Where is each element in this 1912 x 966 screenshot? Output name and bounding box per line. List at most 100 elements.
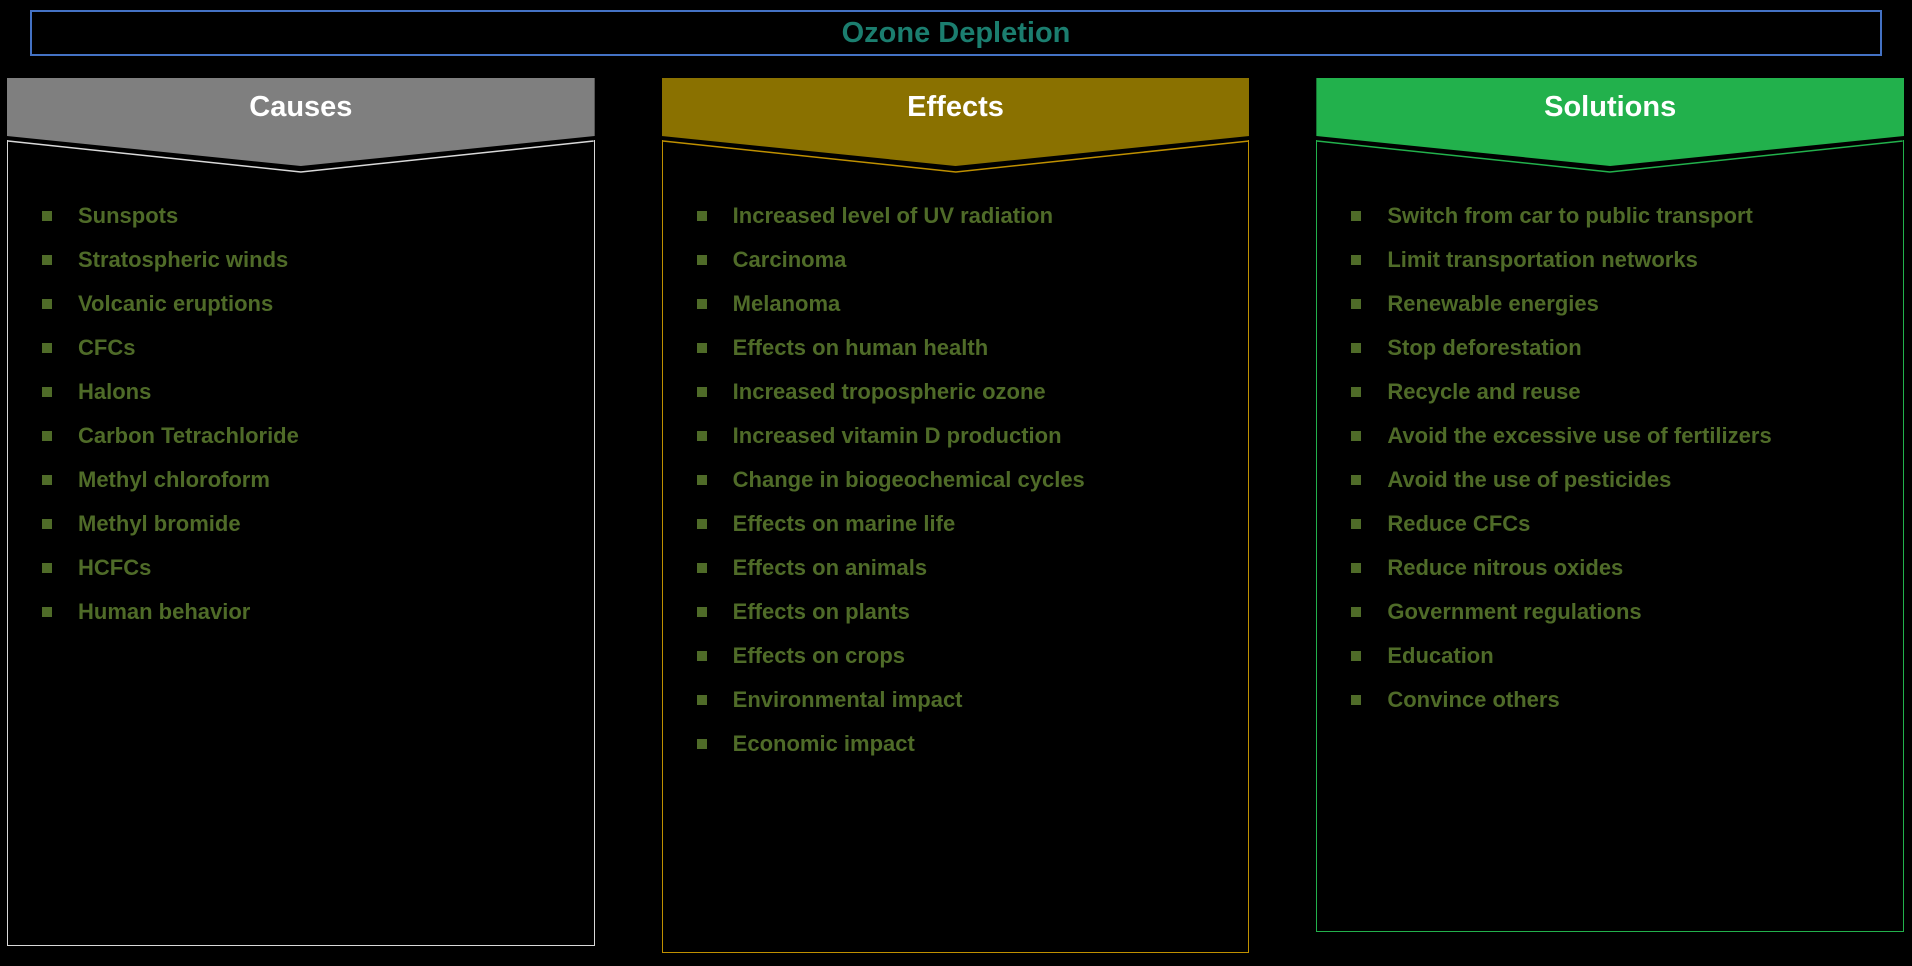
bullet-square-icon (1351, 607, 1362, 617)
bullet-square-icon (696, 519, 707, 529)
list-item-label: Avoid the excessive use of fertilizers (1387, 423, 1772, 448)
list-item-label: Methyl chloroform (78, 467, 270, 492)
bullet-square-icon (1351, 211, 1362, 221)
list-item: Education (1351, 642, 1883, 670)
list-item: CFCs (42, 334, 574, 362)
list-item-label: Avoid the use of pesticides (1387, 467, 1672, 492)
list-item: Avoid the excessive use of fertilizers (1351, 422, 1883, 450)
list-item-label: Melanoma (732, 291, 841, 316)
list-item: Environmental impact (696, 686, 1229, 714)
list-item: Methyl bromide (42, 510, 574, 538)
list-item-label: Stop deforestation (1387, 335, 1582, 360)
bullet-square-icon (1351, 255, 1362, 265)
list-item: Reduce nitrous oxides (1351, 554, 1883, 582)
list-item-label: Effects on animals (732, 555, 928, 580)
list-item: Avoid the use of pesticides (1351, 466, 1883, 494)
bullet-square-icon (1351, 563, 1362, 573)
list-item-label: Sunspots (78, 203, 179, 228)
bullet-square-icon (1351, 695, 1362, 705)
list-item-label: Convince others (1387, 687, 1560, 712)
list-item: Sunspots (42, 202, 574, 230)
list-item-label: Reduce CFCs (1387, 511, 1531, 536)
bullet-square-icon (1351, 475, 1362, 485)
bullet-square-icon (1351, 651, 1362, 661)
list-item-label: Environmental impact (732, 687, 963, 712)
bullet-square-icon (1351, 387, 1362, 397)
list-item-label: Increased level of UV radiation (732, 203, 1054, 228)
list-item-label: Increased tropospheric ozone (732, 379, 1046, 404)
bullet-square-icon (696, 255, 707, 265)
bullet-square-icon (42, 519, 52, 529)
list-item-label: Economic impact (732, 731, 915, 756)
list-item-label: Stratospheric winds (78, 247, 289, 272)
bullet-square-icon (1351, 431, 1362, 441)
list-item: Methyl chloroform (42, 466, 574, 494)
solutions-header-label: Solutions (1544, 91, 1677, 123)
list-item: Effects on crops (696, 642, 1229, 670)
bullet-square-icon (42, 299, 52, 309)
list-item-label: Government regulations (1387, 599, 1642, 624)
bullet-square-icon (696, 431, 707, 441)
list-item: Human behavior (42, 598, 574, 626)
list-item: Change in biogeochemical cycles (696, 466, 1229, 494)
list-item: Carbon Tetrachloride (42, 422, 574, 450)
column-solutions: Solutions Switch from car to public tran… (1316, 78, 1905, 932)
bullet-square-icon (696, 563, 707, 573)
list-item-label: Human behavior (78, 599, 251, 624)
list-item: Halons (42, 378, 574, 406)
bullet-square-icon (42, 343, 52, 353)
list-item-label: Change in biogeochemical cycles (732, 467, 1085, 492)
list-item: Melanoma (696, 290, 1229, 318)
list-item: Increased level of UV radiation (696, 202, 1229, 230)
list-item: Economic impact (696, 730, 1229, 758)
list-item: Carcinoma (696, 246, 1229, 274)
bullet-square-icon (42, 563, 52, 573)
list-item: Switch from car to public transport (1351, 202, 1883, 230)
bullet-square-icon (696, 475, 707, 485)
list-item-label: Carbon Tetrachloride (78, 423, 299, 448)
list-item: Limit transportation networks (1351, 246, 1883, 274)
list-item-label: Increased vitamin D production (732, 423, 1062, 448)
bullet-square-icon (696, 299, 707, 309)
bullet-square-icon (42, 475, 52, 485)
list-item: Effects on marine life (696, 510, 1229, 538)
list-item-label: Effects on plants (732, 599, 910, 624)
list-item-label: Effects on human health (732, 335, 989, 360)
list-item: Stop deforestation (1351, 334, 1883, 362)
bullet-square-icon (696, 387, 707, 397)
list-item-label: Halons (78, 379, 152, 404)
list-item-label: Effects on crops (732, 643, 906, 668)
list-item-label: CFCs (78, 335, 136, 360)
list-item-label: Recycle and reuse (1387, 379, 1581, 404)
list-item: Stratospheric winds (42, 246, 574, 274)
bullet-square-icon (696, 607, 707, 617)
list-item: Renewable energies (1351, 290, 1883, 318)
bullet-square-icon (1351, 519, 1362, 529)
list-item-label: Effects on marine life (732, 511, 956, 536)
bullet-square-icon (42, 431, 52, 441)
list-item: Recycle and reuse (1351, 378, 1883, 406)
list-item-label: HCFCs (78, 555, 152, 580)
list-item: Reduce CFCs (1351, 510, 1883, 538)
bullet-square-icon (696, 695, 707, 705)
list-item: Government regulations (1351, 598, 1883, 626)
list-item: Convince others (1351, 686, 1883, 714)
list-item-label: Education (1387, 643, 1494, 668)
list-item-label: Switch from car to public transport (1387, 203, 1753, 228)
bullet-square-icon (42, 607, 52, 617)
list-item-label: Volcanic eruptions (78, 291, 274, 316)
bullet-square-icon (696, 343, 707, 353)
effects-header-label: Effects (907, 91, 1004, 123)
bullet-square-icon (696, 651, 707, 661)
list-item: Effects on plants (696, 598, 1229, 626)
list-item: Effects on animals (696, 554, 1229, 582)
